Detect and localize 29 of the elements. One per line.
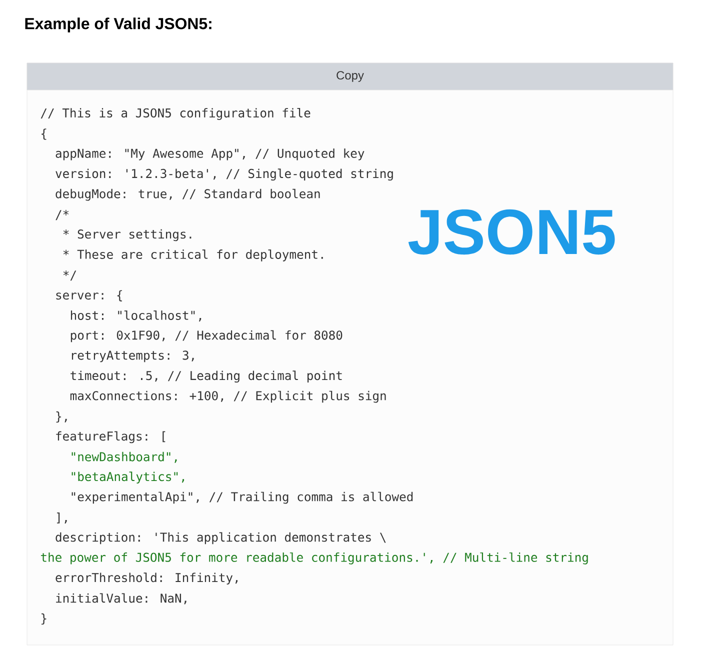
code-line: description: 'This application demonstrates \ (56, 532, 386, 544)
overlay-text: JSON5 (408, 209, 615, 255)
code-line: "betaAnalytics", (72, 472, 184, 484)
heading: Example of Valid JSON5: (25, 18, 212, 32)
code-line: appName: "My Awesome App", // Unquoted key (56, 148, 364, 160)
code-line: /* (56, 210, 69, 220)
code-line: maxConnections: +100, // Explicit plus sign (70, 390, 386, 403)
code-line: * Server settings. (63, 229, 192, 242)
copy-button: Copy (26, 62, 674, 90)
code-line: // This is a JSON5 configuration file (40, 108, 310, 120)
code-line: * These are critical for deployment. (63, 249, 323, 262)
code-line: server: { (56, 290, 122, 302)
code-line: errorThreshold: Infinity, (56, 572, 238, 584)
code-line: the power of JSON5 for more readable configurations.', // Multi-line string (41, 552, 588, 564)
code-line: timeout: .5, // Leading decimal point (70, 370, 342, 383)
code-line: */ (63, 270, 76, 281)
code-line: retryAttempts: 3, (72, 350, 194, 362)
code-line: host: "localhost", (70, 310, 202, 322)
code-line: debugMode: true, // Standard boolean (56, 188, 320, 201)
code-line: "experimentalApi", // Trailing comma is allowed (72, 492, 413, 504)
code-line: port: 0x1F90, // Hexadecimal for 8080 (70, 330, 342, 342)
code-line: } (42, 613, 46, 625)
code-line: version: '1.2.3-beta', // Single-quoted string (56, 168, 393, 181)
code-line: ], (57, 512, 67, 524)
code-line: initialValue: NaN, (56, 593, 186, 604)
code-line: "newDashboard", (72, 452, 177, 463)
code-line: }, (56, 411, 67, 423)
code-line: { (42, 128, 46, 140)
code-line: featureFlags: [ (56, 431, 166, 444)
